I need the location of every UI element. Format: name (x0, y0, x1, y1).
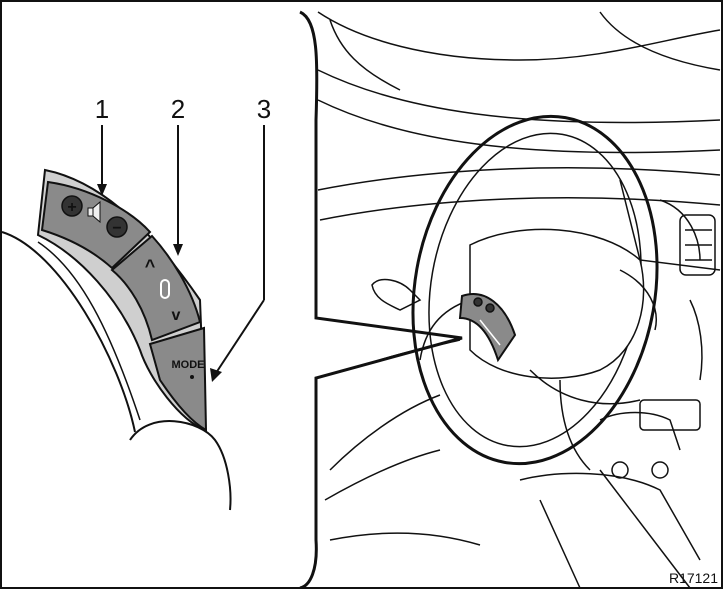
mode-button-label: MODE (172, 359, 205, 371)
callout-1: 1 (95, 94, 109, 124)
callout-3: 3 (257, 94, 271, 124)
figure-reference-code: R17121 (669, 570, 718, 586)
switch-closeup: + − ^ v MODE 1 2 3 (2, 94, 271, 510)
leader-arrow-2 (173, 244, 183, 256)
leader-line-3b (214, 300, 264, 376)
mode-indicator-dot (190, 375, 194, 379)
callout-2: 2 (171, 94, 185, 124)
volume-up-symbol: + (67, 199, 76, 216)
thumb-outline (130, 421, 230, 510)
seek-down-symbol[interactable]: v (172, 307, 181, 324)
cockpit-view (318, 12, 720, 588)
volume-down-symbol: − (112, 220, 121, 237)
leader-arrow-3 (210, 368, 222, 382)
seek-up-symbol[interactable]: ^ (145, 256, 156, 276)
